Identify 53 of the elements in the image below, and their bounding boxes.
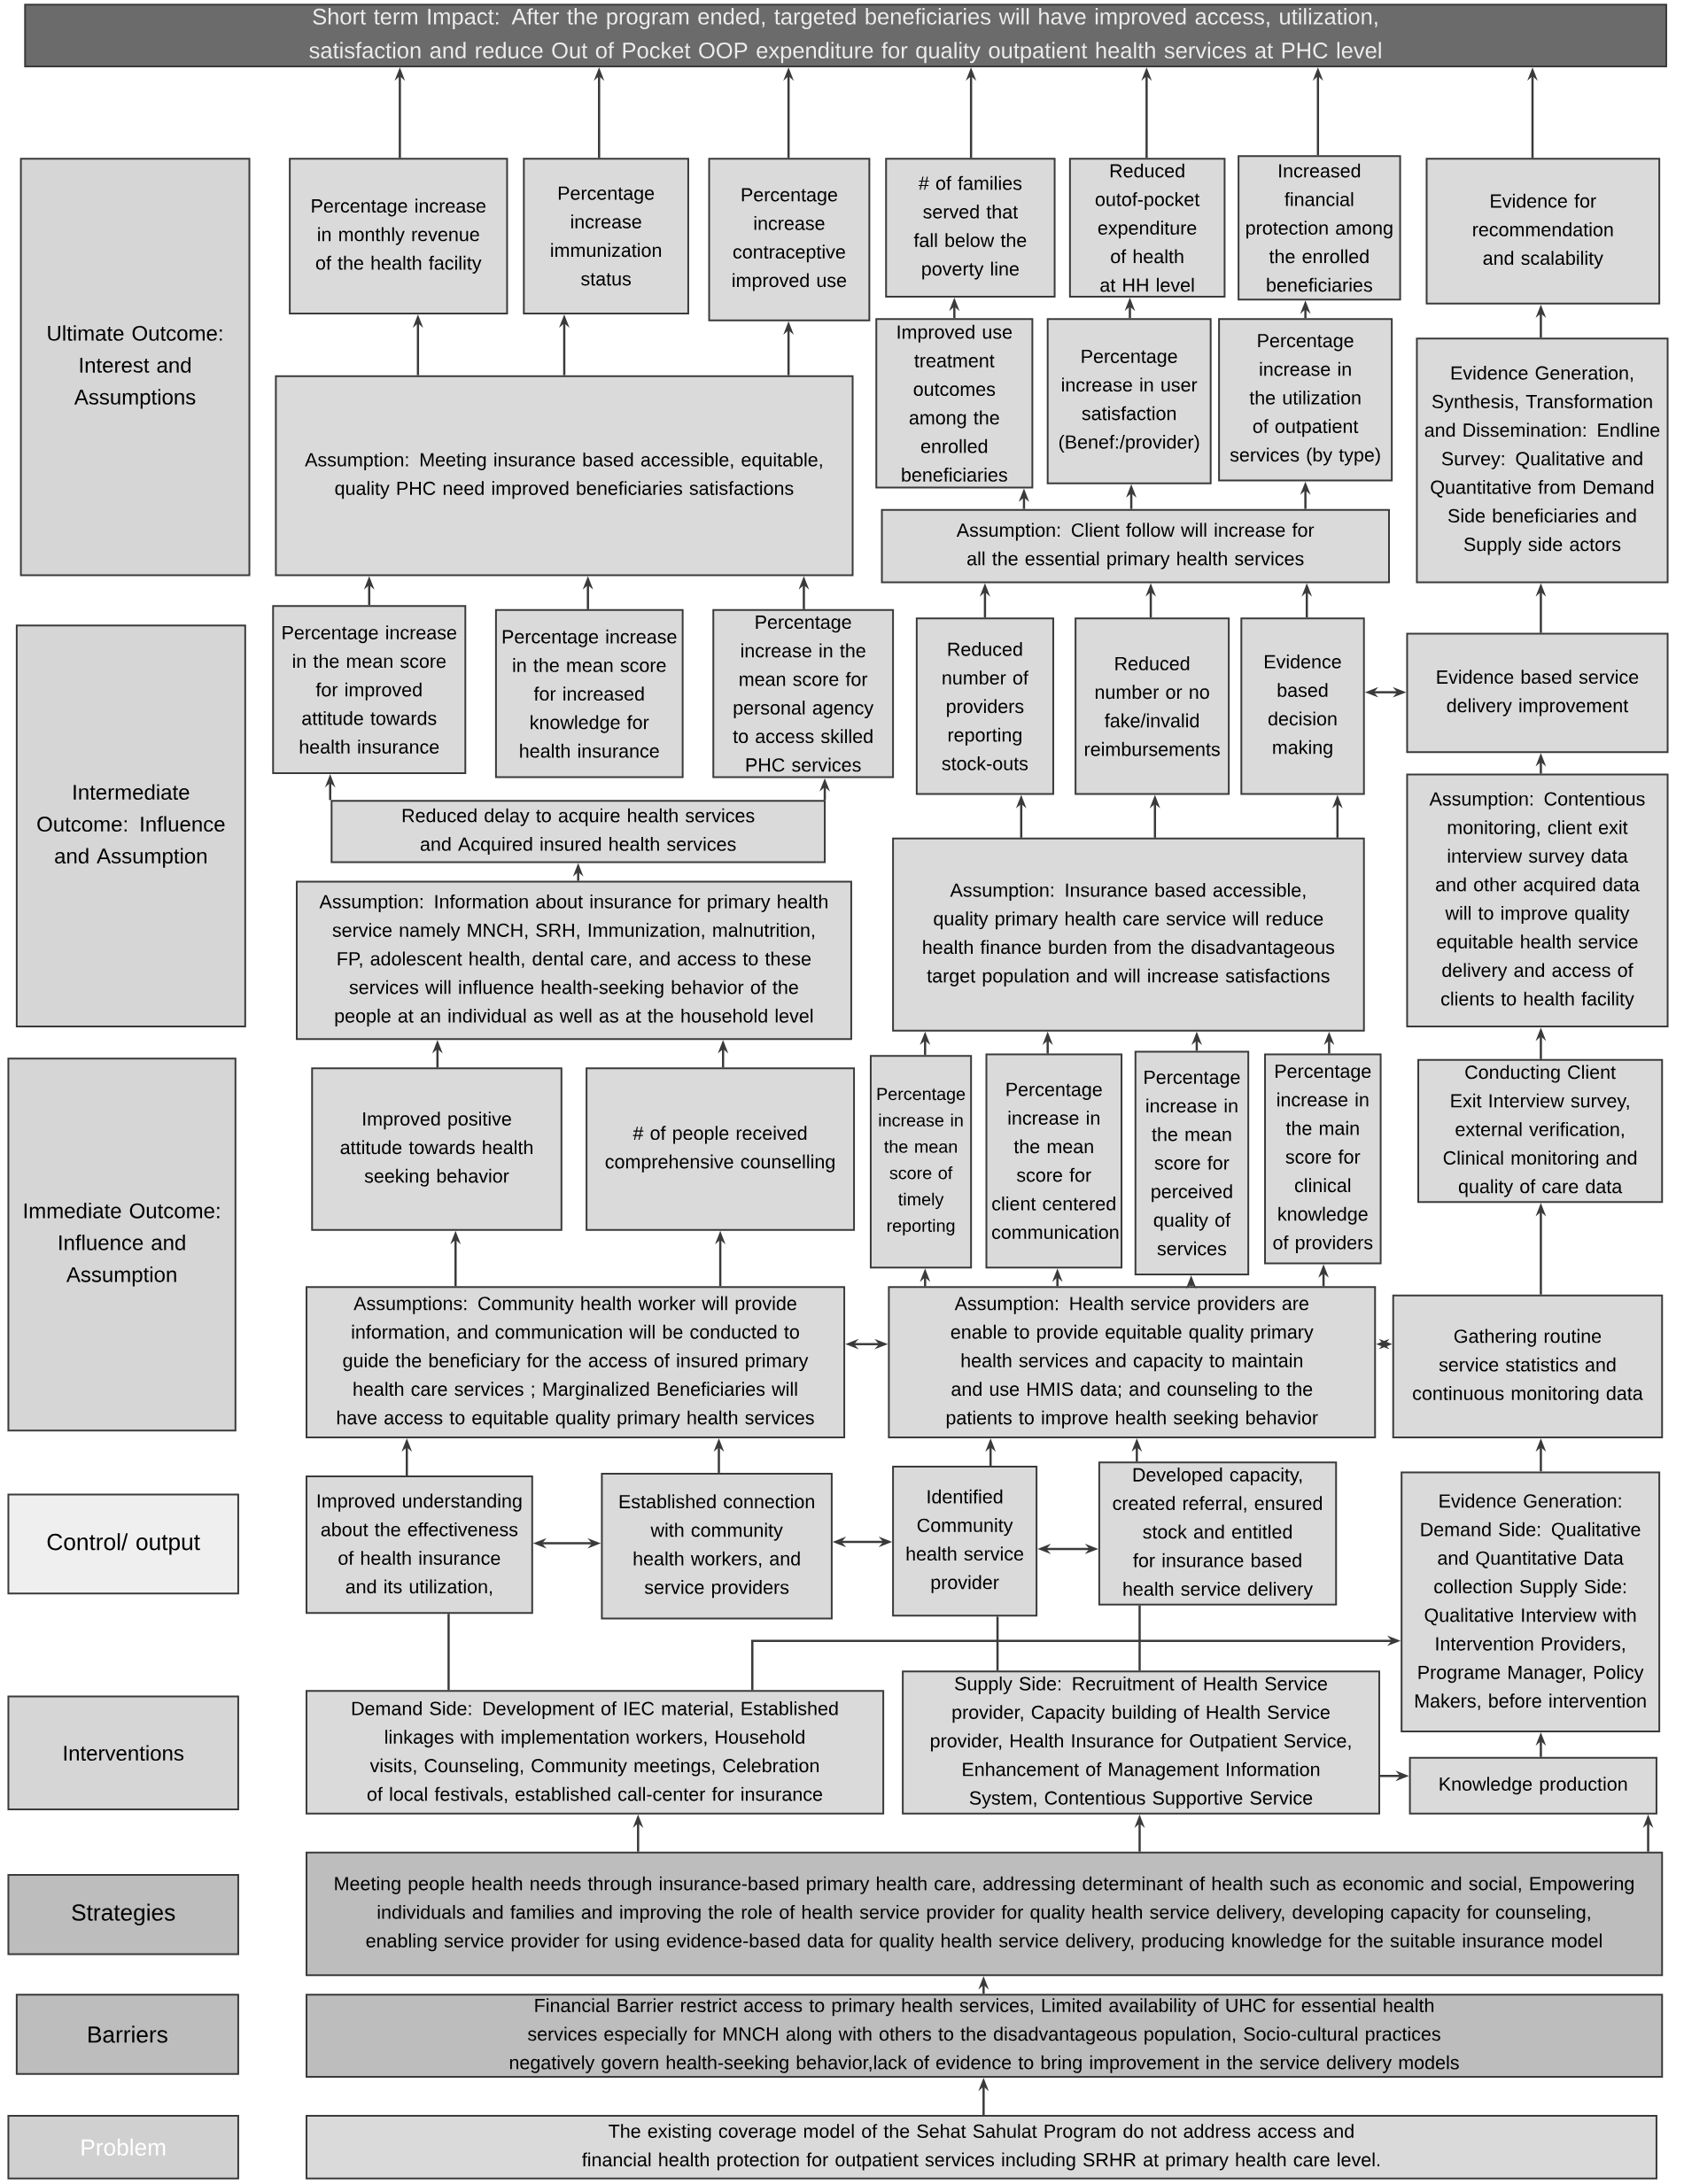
text-box: Assumption: Client follow will increase for all the essential primary health services (881, 508, 1390, 584)
text-box: Reduced number or no fake/invalid reimbursements (1074, 617, 1230, 795)
text-box: Evidence Generation, Synthesis, Transformation and Dissemination: Endline Survey: Qualitative and Quantitative from Demand Side beneficiaries and Supply side actors (1416, 337, 1669, 584)
text-box: Increased financial protection among the enrolled beneficiaries (1237, 155, 1401, 301)
text-box: Evidence based decision making (1240, 617, 1365, 795)
text-box: Developed capacity, created referral, ensured stock and entitled for insurance based health service delivery (1098, 1461, 1338, 1606)
level-label-box: Ultimate Outcome: Interest and Assumptions (19, 158, 251, 577)
text-box: Reduced outof-pocket expenditure of health at HH level (1068, 158, 1226, 298)
text-box: Improved positive attitude towards health seeking behavior (311, 1067, 563, 1231)
text-box: Percentage increase in monthly revenue of the health facility (288, 158, 508, 314)
level-label-box: Interventions (7, 1695, 239, 1810)
text-box: Assumption: Meeting insurance based accessible, equitable, quality PHC need improved beneficiaries satisfactions (275, 375, 854, 577)
text-box: Percentage increase in the mean score of timely reporting (869, 1055, 972, 1269)
text-box: Conducting Client Exit Interview survey, external verification, Clinical monitoring and quality of care data (1416, 1058, 1664, 1204)
text-box: Demand Side: Development of IEC material, Established linkages with implementation workers, Household visits, Counseling, Community meetings, Celebration of local festivals, established call-center for insurance (305, 1690, 884, 1815)
text-box: Percentage increase contraceptive improved use (708, 158, 871, 321)
text-box: Meeting people health needs through insurance-based primary health care, addressing determinant of health such as economic and social, Empowering individuals and families and improving the role of health service provider for quality health service delivery, developing capacity for counseling, enabling service provider for using evidence-based data for quality health service delivery, producing knowledge for the suitable insurance model (305, 1851, 1664, 1977)
text-box: Percentage increase in the mean score for client centered communication (985, 1053, 1122, 1269)
text-box: Assumption: Contentious monitoring, client exit interview survey data and other acquired data will to improve quality equitable health service delivery and access of clients to health facility (1406, 773, 1669, 1028)
text-box: Percentage increase in the utilization of outpatient services (by type) (1217, 318, 1393, 482)
level-label-box: Barriers (15, 1994, 239, 2075)
text-box: Gathering routine service statistics and continuous monitoring data (1392, 1294, 1664, 1439)
text-box: Percentage increase in the mean score for increased knowledge for health insurance (494, 608, 684, 778)
text-box: Assumption: Insurance based accessible, quality primary health care service will reduce health finance burden from the disadvantageous target population and will increase satisfactions (891, 837, 1365, 1032)
text-box: Assumption: Information about insurance for primary health service namely MNCH, SRH, Immunization, malnutrition, FP, adolescent health, dental care, and access to these services will influence health-seeking behavior of the people at an individual as well as at the household level (295, 880, 852, 1041)
level-label-box: Strategies (7, 1873, 239, 1956)
text-box: Assumption: Health service providers are enable to provide equitable quality primary health services and capacity to maintain and use HMIS data; and counseling to the patients to improve health seeking behavior (888, 1286, 1377, 1439)
text-box: Evidence Generation: Demand Side: Qualitative and Quantitative Data collection Supply Side: Qualitative Interview with Intervention Providers, Programe Manager, Policy Makers, before intervention (1401, 1471, 1660, 1732)
text-box: Evidence based service delivery improvement (1406, 632, 1669, 754)
text-box: Percentage increase in the main score for clinical knowledge of providers (1263, 1053, 1382, 1265)
text-box: Financial Barrier restrict access to primary health services, Limited availability of UHC for essential health services especially for MNCH along with others to the disadvantageous population, Socio-cultural practices negatively govern health-seeking behavior,lack of evidence to bring improvement in the service delivery models (305, 1994, 1664, 2078)
text-box: Established connection with community health workers, and service providers (601, 1472, 833, 1620)
text-box: Reduced number of providers reporting stock-outs (915, 617, 1054, 795)
text-box: # of families served that fall below the poverty line (885, 158, 1056, 298)
text-box: The existing coverage model of the Sehat Sahulat Program do not address access and financial health protection for outpatient services including SRHR at primary health care level. (305, 2114, 1657, 2180)
text-box: Percentage increase in the mean score for perceived quality of services (1134, 1050, 1249, 1276)
text-box: Percentage increase in user satisfaction (Benef:/provider) (1046, 318, 1212, 484)
text-box: Evidence for recommendation and scalability (1425, 158, 1660, 305)
text-box: Identified Community health service provider (891, 1466, 1037, 1617)
text-box: Knowledge production (1409, 1756, 1657, 1815)
text-box: Percentage increase in the mean score for personal agency to access skilled PHC services (712, 608, 894, 778)
banner-box: Short term Impact: After the program ended, targeted beneficiaries will have improved access, utilization, satisfaction and reduce Out of Pocket OOP expenditure for quality outpatient health services at PHC level (24, 4, 1667, 67)
text-box: Improved understanding about the effectiveness of health insurance and its utilization, (305, 1475, 533, 1615)
text-box: Supply Side: Recruitment of Health Service provider, Capacity building of Health Service provider, Health Insurance for Outpatient Service, Enhancement of Management Information System, Contentious Supportive Service (901, 1670, 1380, 1815)
text-box: Improved use treatment outcomes among the enrolled beneficiaries (875, 318, 1034, 489)
text-box: Reduced delay to acquire health services and Acquired insured health services (330, 800, 826, 864)
text-box: # of people received comprehensive counselling (585, 1067, 855, 1231)
text-box: Percentage increase in the mean score for improved attitude towards health insurance (272, 605, 467, 774)
level-label-box: Control/ output (7, 1493, 239, 1595)
level-label-box: Intermediate Outcome: Influence and Assumption (15, 624, 246, 1028)
level-label-box: Immediate Outcome: Influence and Assumption (7, 1057, 237, 1432)
text-box: Assumptions: Community health worker will provide information, and communication will be conducted to guide the beneficiary for the access of insured primary health care services ; Marginalized Beneficiaries will have access to equitable quality primary health services (305, 1286, 845, 1439)
text-box: Percentage increase immunization status (523, 158, 689, 314)
